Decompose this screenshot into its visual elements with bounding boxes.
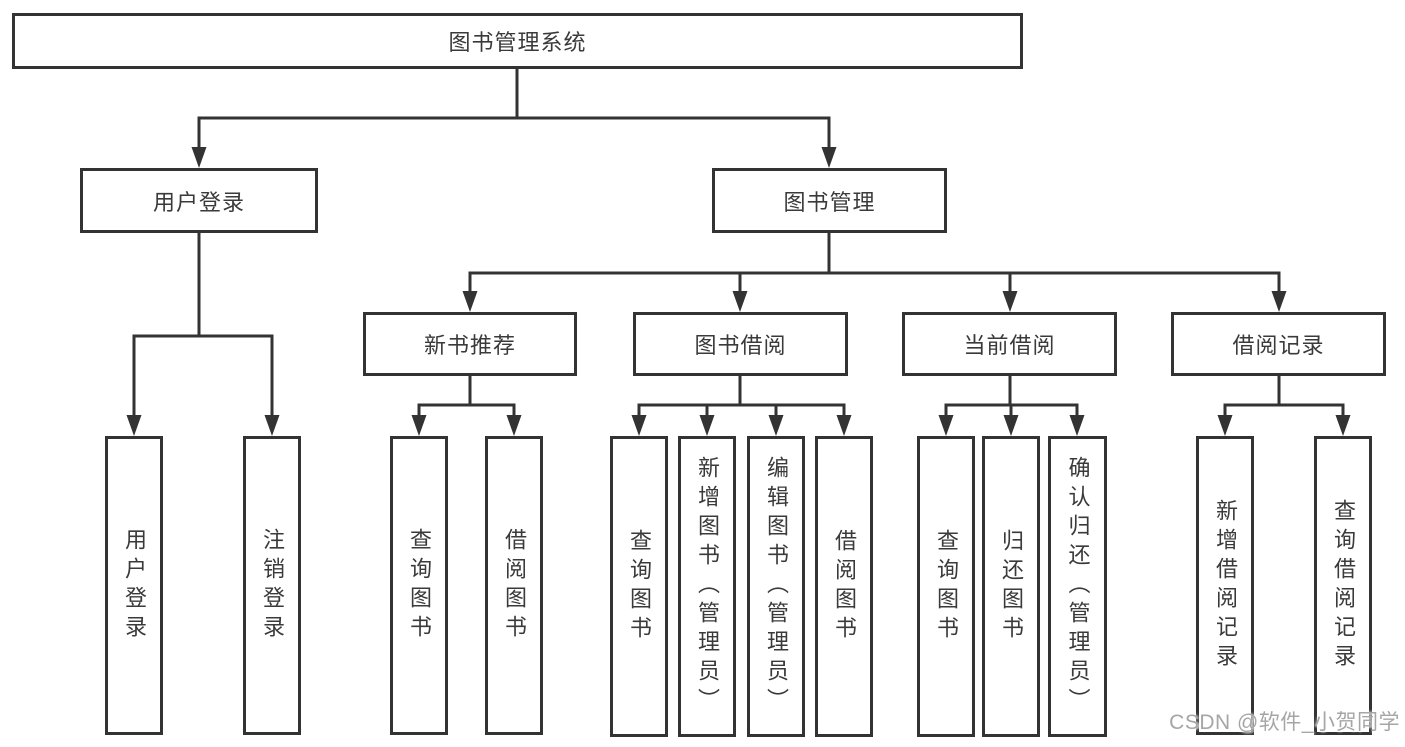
node-book-borrow: 图书借阅 — [633, 312, 848, 376]
leaf-borrow-borrow-books: 借阅图书 — [815, 436, 873, 737]
leaf-label: 编辑图书（管理员） — [764, 456, 789, 717]
node-current-borrow: 当前借阅 — [902, 312, 1117, 376]
leaf-label: 用户登录 — [122, 527, 147, 644]
leaf-label: 新增借阅记录 — [1213, 498, 1238, 673]
leaf-label: 确认归还（管理员） — [1065, 456, 1091, 717]
leaf-current-return-books: 归还图书 — [982, 436, 1040, 737]
leaf-recommend-query-books: 查询图书 — [390, 436, 448, 735]
leaf-borrow-add-books-admin: 新增图书（管理员） — [678, 436, 736, 737]
node-new-book-recommend: 新书推荐 — [363, 312, 577, 376]
leaf-label: 借阅图书 — [502, 527, 527, 644]
leaf-label: 归还图书 — [999, 528, 1024, 645]
node-user-login: 用户登录 — [80, 168, 318, 233]
node-book-management: 图书管理 — [712, 168, 947, 233]
leaf-user-login: 用户登录 — [105, 436, 163, 735]
leaf-records-query: 查询借阅记录 — [1314, 436, 1372, 735]
leaf-recommend-borrow-books: 借阅图书 — [485, 436, 543, 735]
node-borrow-records: 借阅记录 — [1171, 312, 1386, 376]
leaf-label: 查询图书 — [627, 528, 652, 645]
leaf-logout-login: 注销登录 — [243, 436, 301, 735]
leaf-label: 查询图书 — [407, 527, 432, 644]
leaf-label: 借阅图书 — [832, 528, 857, 645]
leaf-label: 查询借阅记录 — [1331, 498, 1356, 673]
leaf-label: 注销登录 — [260, 527, 285, 644]
leaf-current-confirm-return-admin: 确认归还（管理员） — [1048, 436, 1107, 737]
leaf-borrow-edit-books-admin: 编辑图书（管理员） — [747, 436, 805, 737]
leaf-borrow-query-books: 查询图书 — [610, 436, 668, 737]
leaf-current-query-books: 查询图书 — [917, 436, 975, 737]
leaf-label: 查询图书 — [934, 528, 959, 645]
leaf-records-add: 新增借阅记录 — [1196, 436, 1254, 735]
node-root: 图书管理系统 — [12, 13, 1023, 69]
leaf-label: 新增图书（管理员） — [695, 456, 720, 717]
